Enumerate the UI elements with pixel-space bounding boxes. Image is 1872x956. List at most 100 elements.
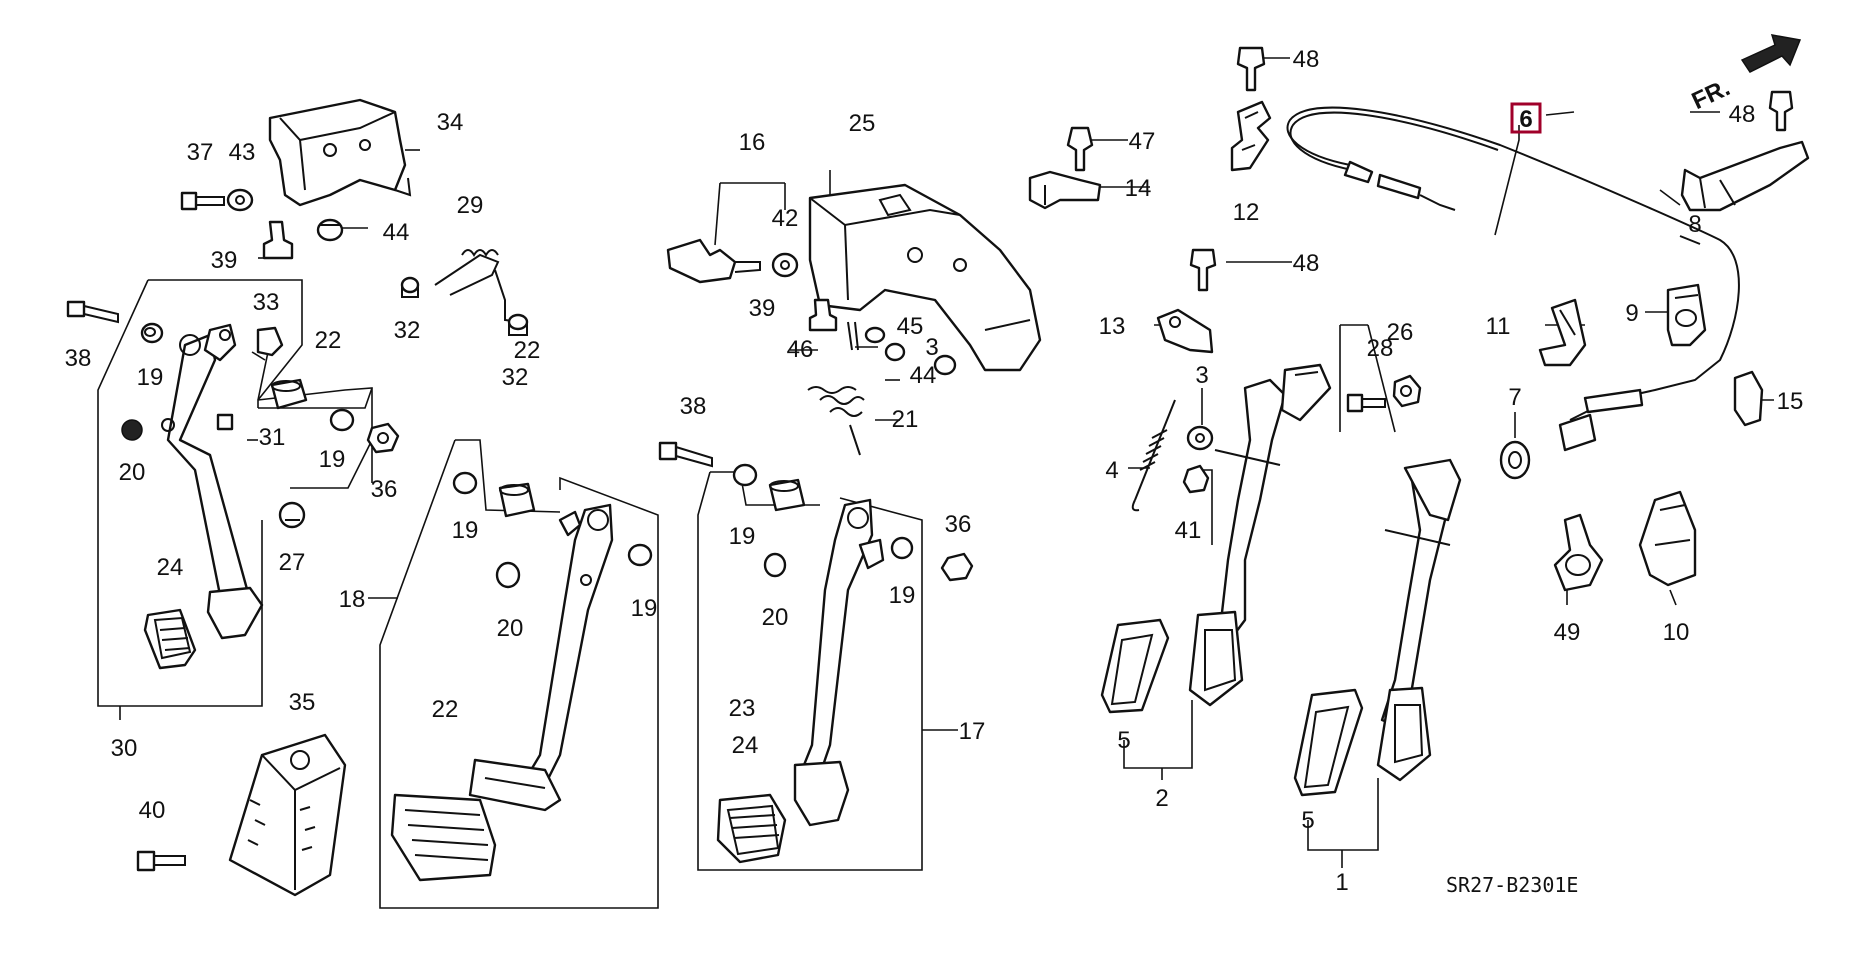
pad-24-left-drawing bbox=[143, 608, 197, 670]
bracket-34-drawing bbox=[268, 98, 412, 207]
part-label[interactable]: 29 bbox=[457, 192, 484, 219]
pedal-foot-right-drawing bbox=[793, 760, 850, 827]
part-label[interactable]: 24 bbox=[732, 732, 759, 759]
part-label[interactable]: 19 bbox=[137, 364, 164, 391]
part-label[interactable]: 20 bbox=[119, 459, 146, 486]
pedal-foot-left-drawing bbox=[206, 586, 264, 640]
part-label[interactable]: 24 bbox=[157, 554, 184, 581]
part-label[interactable]: 28 bbox=[1367, 335, 1394, 362]
part-label[interactable]: 15 bbox=[1777, 388, 1804, 415]
part-label[interactable]: 48 bbox=[1293, 250, 1320, 277]
part-label[interactable]: 49 bbox=[1554, 619, 1581, 646]
part-label[interactable]: 32 bbox=[502, 364, 529, 391]
accel-pedal-1-drawing bbox=[1376, 458, 1462, 782]
part-label[interactable]: 8 bbox=[1688, 211, 1701, 238]
part-label[interactable]: 25 bbox=[849, 110, 876, 137]
part-label[interactable]: 2 bbox=[1155, 785, 1168, 812]
part-label[interactable]: 20 bbox=[497, 615, 524, 642]
part-label[interactable]: 43 bbox=[229, 139, 256, 166]
bracket-13-drawing bbox=[1156, 308, 1214, 354]
pedal-center-17-drawing bbox=[798, 498, 885, 782]
part-label[interactable]: 16 bbox=[739, 129, 766, 156]
pad-5a-drawing bbox=[1100, 618, 1170, 714]
nut-7-drawing bbox=[1499, 440, 1531, 480]
part-label[interactable]: 47 bbox=[1129, 128, 1156, 155]
spring-21-drawing bbox=[807, 386, 865, 456]
part-label[interactable]: 19 bbox=[452, 517, 479, 544]
part-label[interactable]: 41 bbox=[1175, 517, 1202, 544]
part-label[interactable]: 44 bbox=[383, 219, 410, 246]
part-label[interactable]: 20 bbox=[762, 604, 789, 631]
part-label[interactable]: 13 bbox=[1099, 313, 1126, 340]
part-label[interactable]: 19 bbox=[889, 582, 916, 609]
part-label[interactable]: 30 bbox=[111, 735, 138, 762]
part-label[interactable]: 21 bbox=[892, 406, 919, 433]
bracket-25-drawing bbox=[808, 183, 1042, 372]
nut-36-left-drawing bbox=[366, 422, 400, 454]
part-label[interactable]: 19 bbox=[631, 595, 658, 622]
part-label[interactable]: 37 bbox=[187, 139, 214, 166]
clip-14-drawing bbox=[1028, 170, 1102, 210]
part-label[interactable]: 34 bbox=[437, 109, 464, 136]
part-label[interactable]: 48 bbox=[1293, 46, 1320, 73]
part-label[interactable]: 3 bbox=[1195, 362, 1208, 389]
part-label[interactable]: 39 bbox=[749, 295, 776, 322]
clip-11-drawing bbox=[1538, 298, 1587, 367]
part-label[interactable]: 44 bbox=[910, 362, 937, 389]
part-label[interactable]: 17 bbox=[959, 718, 986, 745]
washer-3-right-drawing bbox=[1186, 425, 1214, 451]
part-label[interactable]: 5 bbox=[1117, 727, 1130, 754]
pedal-center-18-drawing bbox=[523, 503, 614, 787]
part-label[interactable]: 19 bbox=[319, 446, 346, 473]
part-label[interactable]: 9 bbox=[1625, 300, 1638, 327]
part-label[interactable]: 38 bbox=[680, 393, 707, 420]
part-label[interactable]: 4 bbox=[1105, 457, 1118, 484]
part-label[interactable]: 27 bbox=[279, 549, 306, 576]
part-label[interactable]: 38 bbox=[65, 345, 92, 372]
part-label[interactable]: 3 bbox=[925, 334, 938, 361]
part-label[interactable]: 40 bbox=[139, 797, 166, 824]
part-label[interactable]: 22 bbox=[432, 696, 459, 723]
part-label[interactable]: 26 bbox=[1387, 319, 1414, 346]
highlight-box-part-6 bbox=[1510, 102, 1542, 134]
stopper-20a-drawing bbox=[121, 419, 143, 441]
part-label[interactable]: 11 bbox=[1486, 313, 1511, 340]
nut-43-drawing bbox=[226, 188, 254, 212]
bushing-19a-drawing bbox=[140, 322, 164, 344]
part-label[interactable]: 14 bbox=[1125, 175, 1152, 202]
part-label[interactable]: 36 bbox=[371, 476, 398, 503]
bushing-19c-drawing bbox=[452, 471, 478, 495]
part-label[interactable]: 46 bbox=[787, 336, 814, 363]
part-label[interactable]: 33 bbox=[253, 289, 280, 316]
part-label[interactable]: 18 bbox=[339, 586, 366, 613]
bolt-48a-drawing bbox=[1236, 46, 1266, 92]
nut-36-center-drawing bbox=[940, 552, 974, 582]
part-label[interactable]: 36 bbox=[945, 511, 972, 538]
part-label[interactable]: 31 bbox=[259, 424, 286, 451]
part-label[interactable]: 12 bbox=[1233, 199, 1260, 226]
part-label[interactable]: 6 bbox=[1519, 106, 1532, 133]
part-label[interactable]: 42 bbox=[772, 205, 799, 232]
part-label[interactable]: 1 bbox=[1335, 869, 1348, 896]
part-label[interactable]: 22 bbox=[315, 327, 342, 354]
part-label[interactable]: 5 bbox=[1301, 807, 1314, 834]
pad-5b-drawing bbox=[1293, 688, 1364, 797]
part-drawings bbox=[66, 34, 1810, 897]
part-27-drawing bbox=[278, 501, 306, 529]
clip-12-drawing bbox=[1230, 100, 1272, 172]
part-label[interactable]: 7 bbox=[1508, 384, 1521, 411]
bolt-48b-drawing bbox=[1189, 248, 1217, 292]
part-label[interactable]: 22 bbox=[514, 337, 541, 364]
part-label[interactable]: 45 bbox=[897, 313, 924, 340]
cable-6-drawing bbox=[1286, 106, 1740, 452]
part-label[interactable]: 23 bbox=[729, 695, 756, 722]
clip-49-drawing bbox=[1553, 513, 1604, 592]
part-label[interactable]: 10 bbox=[1663, 619, 1690, 646]
part-label[interactable]: 35 bbox=[289, 689, 316, 716]
part-label[interactable]: 48 bbox=[1729, 101, 1756, 128]
part-label[interactable]: 32 bbox=[394, 317, 421, 344]
part-label[interactable]: 19 bbox=[729, 523, 756, 550]
part-labels: 1 2 3 3 4 5 5 6 7 8 9 10 11 12 13 14 15 … bbox=[65, 46, 1804, 896]
part-label[interactable]: 39 bbox=[211, 247, 238, 274]
